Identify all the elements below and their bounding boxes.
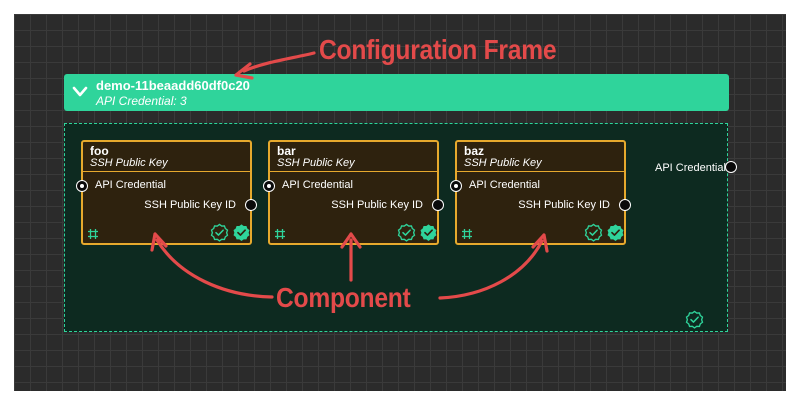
check-badge-solid-icon bbox=[419, 223, 438, 247]
component-name: bar bbox=[277, 144, 296, 158]
input-socket-label: API Credential bbox=[95, 179, 166, 191]
component-divider bbox=[83, 171, 250, 172]
output-socket[interactable] bbox=[432, 199, 444, 211]
component-type: SSH Public Key bbox=[90, 157, 168, 169]
output-socket[interactable] bbox=[619, 199, 631, 211]
check-badge-outline-icon bbox=[397, 223, 416, 247]
configuration-frame-callout: Configuration Frame bbox=[319, 34, 557, 65]
check-badge-solid-icon bbox=[606, 223, 625, 247]
frame-output-socket[interactable] bbox=[725, 161, 737, 173]
frame-title: demo-11beaadd60df0c20 bbox=[96, 78, 250, 93]
component-callout: Component bbox=[276, 282, 411, 313]
component-type: SSH Public Key bbox=[277, 157, 355, 169]
component-divider bbox=[457, 171, 624, 172]
input-socket[interactable] bbox=[76, 180, 88, 192]
component-name: foo bbox=[90, 144, 109, 158]
check-badge-outline-icon bbox=[210, 223, 229, 247]
component-baz[interactable]: baz SSH Public Key API Credential SSH Pu… bbox=[450, 140, 631, 247]
output-socket-label: SSH Public Key ID bbox=[331, 199, 423, 211]
input-socket[interactable] bbox=[263, 180, 275, 192]
input-socket-label: API Credential bbox=[469, 179, 540, 191]
frame-icon[interactable] bbox=[461, 227, 473, 245]
input-socket-label: API Credential bbox=[282, 179, 353, 191]
frame-subtitle: API Credential: 3 bbox=[96, 94, 187, 108]
chevron-down-icon[interactable] bbox=[72, 85, 88, 104]
check-badge-solid-icon bbox=[232, 223, 251, 247]
diagram-canvas: demo-11beaadd60df0c20 API Credential: 3 … bbox=[14, 14, 786, 391]
component-bar[interactable]: bar SSH Public Key API Credential SSH Pu… bbox=[263, 140, 444, 247]
component-name: baz bbox=[464, 144, 485, 158]
input-socket[interactable] bbox=[450, 180, 462, 192]
output-socket-label: SSH Public Key ID bbox=[518, 199, 610, 211]
annotation-arrows bbox=[150, 51, 549, 300]
frame-icon[interactable] bbox=[274, 227, 286, 245]
frame-status-check-icon bbox=[685, 310, 704, 334]
frame-output-socket-label: API Credential bbox=[655, 162, 726, 174]
output-socket-label: SSH Public Key ID bbox=[144, 199, 236, 211]
frame-icon[interactable] bbox=[87, 227, 99, 245]
component-foo[interactable]: foo SSH Public Key API Credential SSH Pu… bbox=[76, 140, 257, 247]
component-type: SSH Public Key bbox=[464, 157, 542, 169]
output-socket[interactable] bbox=[245, 199, 257, 211]
configuration-frame-header[interactable]: demo-11beaadd60df0c20 API Credential: 3 bbox=[64, 74, 729, 111]
component-divider bbox=[270, 171, 437, 172]
check-badge-outline-icon bbox=[584, 223, 603, 247]
